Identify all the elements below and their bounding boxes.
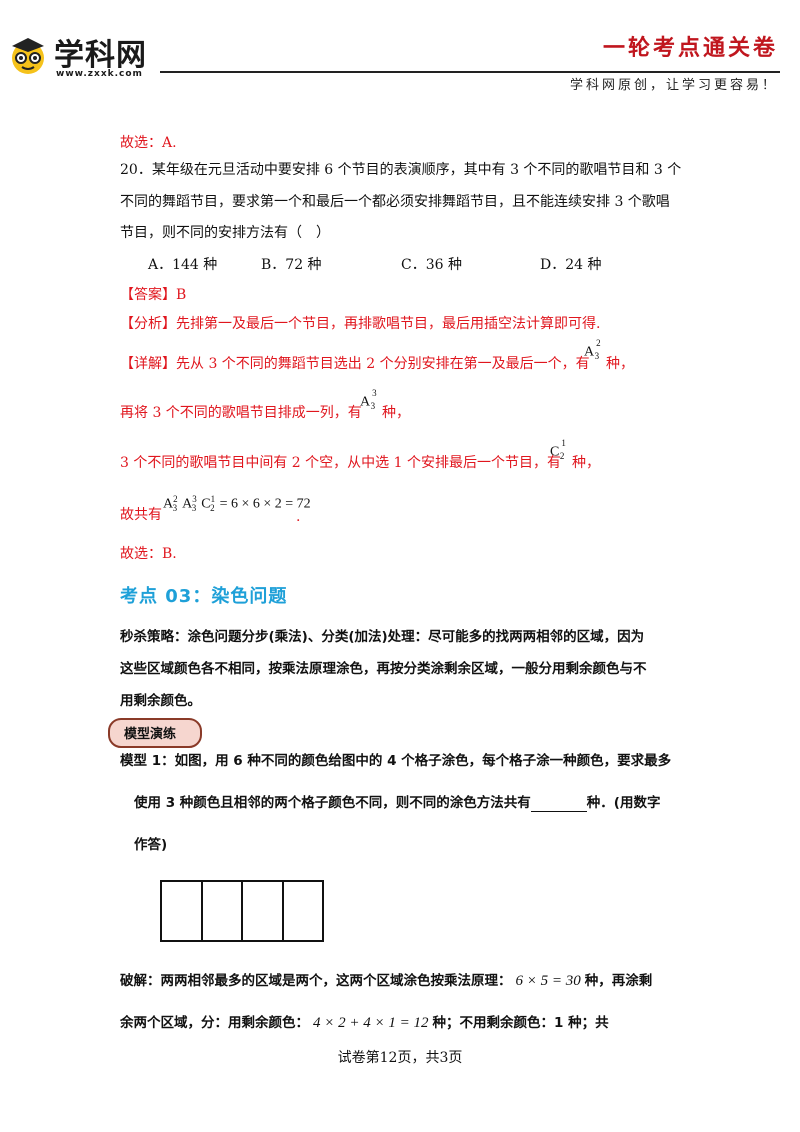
- prev-conclusion: 故选：A.: [120, 135, 177, 151]
- solution-text: 种；不用剩余颜色：1 种；共: [432, 1015, 609, 1031]
- grid-cell: [284, 882, 323, 940]
- badge-label: 模型演练: [124, 727, 177, 742]
- detail-line: 再将 3 个不同的歌唱节目排成一列，有: [120, 405, 362, 421]
- section-title: 考点 03：染色问题: [120, 586, 288, 607]
- detail-end: 种，: [382, 405, 410, 421]
- detail-end: 种，: [572, 455, 600, 471]
- formula-4x2: 4 × 2 + 4 × 1 = 12: [313, 1015, 429, 1031]
- model-practice-badge: 模型演练: [108, 718, 202, 748]
- model-line: 模型 1：如图，用 6 种不同的颜色给图中的 4 个格子涂色，每个格子涂一种颜色…: [120, 753, 672, 769]
- formula-a32: A23: [584, 338, 601, 362]
- logo-text: 学科网: [54, 38, 147, 73]
- formula-period: .: [296, 509, 301, 525]
- option-c: C．36 种: [401, 257, 462, 273]
- formula-a33: A33: [360, 388, 377, 412]
- logo: 学科网 www.zxxk.com: [8, 26, 158, 84]
- analysis: 【分析】先排第一及最后一个节目，再排歌唱节目，最后用插空法计算即可得.: [120, 316, 601, 332]
- formula-c21: C12: [550, 438, 566, 462]
- detail-end: 种，: [606, 356, 634, 372]
- model-line-text: 种．(用数字: [586, 795, 661, 811]
- detail-line: 【详解】先从 3 个不同的舞蹈节目选出 2 个分别安排在第一及最后一个，有: [120, 356, 590, 372]
- model-line: 作答): [134, 837, 168, 853]
- logo-url: www.zxxk.com: [56, 69, 143, 79]
- strategy-line: 用剩余颜色。: [120, 693, 201, 709]
- grid-cell: [243, 882, 284, 940]
- grid-cell: [203, 882, 243, 940]
- detail-line: 3 个不同的歌唱节目中间有 2 个空，从中选 1 个安排最后一个节目，有: [120, 455, 561, 471]
- header-title: 一轮考点通关卷: [602, 35, 778, 61]
- logo-mascot-icon: [12, 38, 44, 74]
- formula-6x5: 6 × 5 = 30: [515, 973, 581, 989]
- conclusion: 故选：B.: [120, 546, 177, 562]
- question-line: 20．某年级在元旦活动中要安排 6 个节目的表演顺序，其中有 3 个不同的歌唱节…: [120, 162, 682, 178]
- model-line: 使用 3 种颜色且相邻的两个格子颜色不同，则不同的涂色方法共有 种．(用数字: [134, 794, 660, 812]
- grid-cell: [162, 882, 203, 940]
- model-line-text: 使用 3 种颜色且相邻的两个格子颜色不同，则不同的涂色方法共有: [134, 795, 531, 811]
- question-line: 不同的舞蹈节目，要求第一个和最后一个都必须安排舞蹈节目，且不能连续安排 3 个歌…: [120, 194, 670, 210]
- answer-blank: [530, 797, 587, 812]
- question-line: 节目，则不同的安排方法有（ ）: [120, 225, 330, 241]
- option-d: D．24 种: [540, 257, 602, 273]
- solution-text: 余两个区域，分：用剩余颜色：: [120, 1015, 309, 1031]
- solution-text: 破解：两两相邻最多的区域是两个，这两个区域涂色按乘法原理：: [120, 973, 512, 989]
- color-grid-figure: [160, 880, 324, 942]
- formula-rhs: = 6 × 6 × 2 = 72: [219, 496, 311, 512]
- page-footer: 试卷第12页，共3页: [337, 1050, 463, 1066]
- option-b: B．72 种: [261, 257, 322, 273]
- header-slogan: 学科网原创，让学习更容易！: [569, 78, 778, 93]
- solution-text: 种，再涂剩: [584, 973, 653, 989]
- header-divider: [160, 71, 780, 73]
- option-a: A．144 种: [148, 257, 218, 273]
- detail-line: 故共有: [120, 507, 162, 523]
- strategy-line: 秒杀策略：涂色问题分步(乘法)、分类(加法)处理：尽可能多的找两两相邻的区域，因…: [120, 629, 645, 645]
- strategy-line: 这些区域颜色各不相同，按乘法原理涂色，再按分类涂剩余区域，一般分用剩余颜色与不: [120, 661, 647, 677]
- answer: 【答案】B: [120, 287, 187, 303]
